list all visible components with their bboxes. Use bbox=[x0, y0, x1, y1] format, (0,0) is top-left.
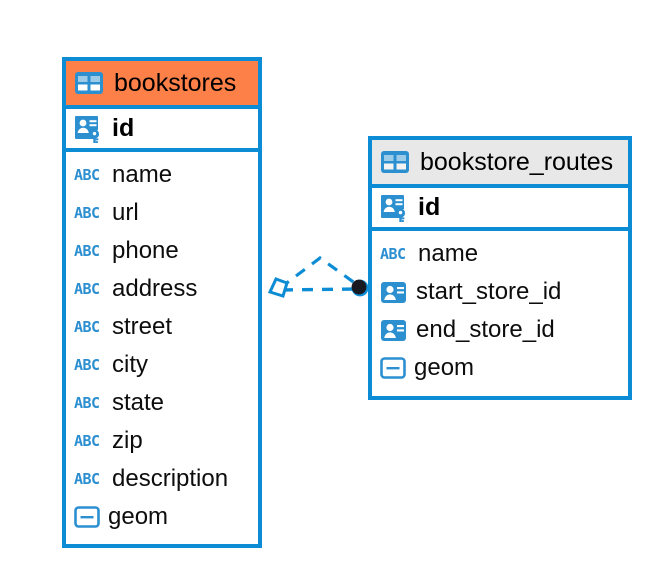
field-label: city bbox=[112, 351, 148, 378]
field-row[interactable]: end_store_id bbox=[372, 311, 628, 349]
abc-text-icon: ABC bbox=[74, 166, 104, 184]
field-label: state bbox=[112, 389, 165, 416]
relationship-line-lower bbox=[281, 287, 358, 292]
abc-text-icon: ABC bbox=[74, 280, 104, 298]
field-label: name bbox=[418, 240, 479, 267]
entity-title: bookstore_routes bbox=[420, 147, 614, 176]
field-label: description bbox=[112, 465, 229, 492]
geometry-icon bbox=[74, 505, 100, 529]
field-label: street bbox=[112, 313, 173, 340]
svg-text:ABC: ABC bbox=[74, 318, 100, 336]
svg-text:ABC: ABC bbox=[74, 356, 100, 374]
svg-text:ABC: ABC bbox=[380, 245, 406, 263]
svg-text:ABC: ABC bbox=[74, 470, 100, 488]
field-label: url bbox=[112, 199, 139, 226]
abc-text-icon: ABC bbox=[74, 204, 104, 222]
abc-text-icon: ABC bbox=[74, 242, 104, 260]
field-label: id bbox=[418, 193, 441, 221]
field-row[interactable]: start_store_id bbox=[372, 273, 628, 311]
field-row[interactable]: ABC phone bbox=[66, 232, 258, 270]
geometry-icon bbox=[380, 356, 406, 380]
table-icon bbox=[380, 150, 410, 174]
svg-text:ABC: ABC bbox=[74, 242, 100, 260]
field-row[interactable]: ABC street bbox=[66, 308, 258, 346]
svg-text:ABC: ABC bbox=[74, 166, 100, 184]
entity-bookstores[interactable]: bookstores bbox=[62, 57, 262, 548]
field-row[interactable]: ABC name bbox=[372, 235, 628, 273]
field-row[interactable]: geom bbox=[372, 349, 628, 387]
relationship-connector[interactable] bbox=[258, 240, 378, 315]
field-label: geom bbox=[108, 503, 169, 530]
field-row-primary-key[interactable]: id bbox=[66, 105, 258, 152]
field-row[interactable]: ABC city bbox=[66, 346, 258, 384]
svg-text:ABC: ABC bbox=[74, 280, 100, 298]
field-row[interactable]: ABC description bbox=[66, 460, 258, 498]
relationship-circle-endpoint bbox=[351, 279, 369, 297]
field-label: zip bbox=[112, 427, 143, 454]
field-row[interactable]: ABC zip bbox=[66, 422, 258, 460]
table-icon bbox=[74, 71, 104, 95]
relationship-diamond-endpoint bbox=[267, 277, 289, 298]
abc-text-icon: ABC bbox=[74, 394, 104, 412]
field-label: geom bbox=[414, 354, 475, 381]
entity-header-bookstore-routes[interactable]: bookstore_routes bbox=[372, 140, 628, 184]
foreign-key-icon bbox=[380, 280, 408, 305]
field-row[interactable]: ABC url bbox=[66, 194, 258, 232]
field-row-primary-key[interactable]: id bbox=[372, 184, 628, 231]
field-row[interactable]: ABC state bbox=[66, 384, 258, 422]
abc-text-icon: ABC bbox=[74, 356, 104, 374]
field-label: end_store_id bbox=[416, 316, 555, 343]
entity-title: bookstores bbox=[114, 68, 237, 97]
field-list-bookstores: ABC name ABC url ABC p bbox=[66, 152, 258, 538]
abc-text-icon: ABC bbox=[74, 318, 104, 336]
abc-text-icon: ABC bbox=[74, 432, 104, 450]
field-row[interactable]: ABC address bbox=[66, 270, 258, 308]
svg-text:ABC: ABC bbox=[74, 204, 100, 222]
field-label: phone bbox=[112, 237, 179, 264]
entity-bookstore-routes[interactable]: bookstore_routes bbox=[368, 136, 632, 400]
primary-key-icon bbox=[74, 114, 104, 144]
primary-key-icon bbox=[380, 193, 410, 223]
foreign-key-icon bbox=[380, 318, 408, 343]
abc-text-icon: ABC bbox=[380, 245, 410, 263]
field-label: id bbox=[112, 114, 135, 142]
field-row[interactable]: ABC name bbox=[66, 156, 258, 194]
svg-text:ABC: ABC bbox=[74, 432, 100, 450]
field-list-bookstore-routes: ABC name start_store_id bbox=[372, 231, 628, 389]
abc-text-icon: ABC bbox=[74, 470, 104, 488]
field-label: name bbox=[112, 161, 173, 188]
entity-header-bookstores[interactable]: bookstores bbox=[66, 61, 258, 105]
relationship-line-upper bbox=[279, 256, 360, 290]
svg-text:ABC: ABC bbox=[74, 394, 100, 412]
field-row[interactable]: geom bbox=[66, 498, 258, 536]
field-label: start_store_id bbox=[416, 278, 562, 305]
field-label: address bbox=[112, 275, 198, 302]
